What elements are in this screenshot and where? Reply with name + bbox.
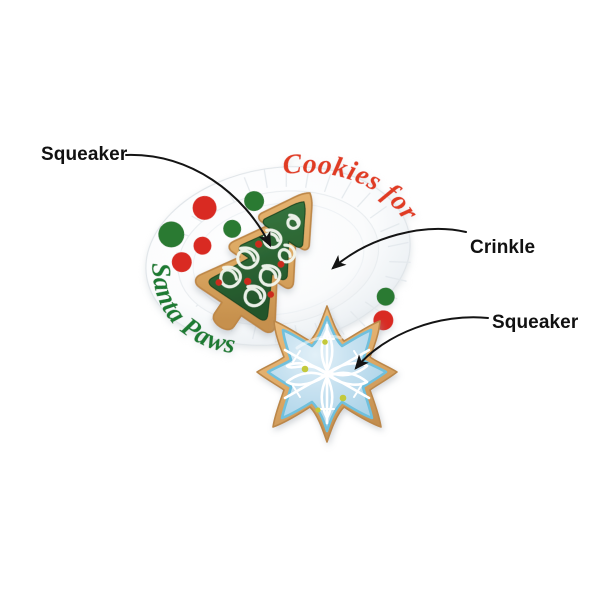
plate-dot — [193, 236, 212, 255]
tree-icing-swirls — [219, 213, 301, 308]
leader-line-squeaker-star — [354, 316, 489, 370]
callout-label-crinkle: Crinkle — [470, 237, 536, 258]
tree-sprinkle — [244, 277, 252, 286]
callout-label-squeaker-tree: Squeaker — [41, 144, 128, 165]
tree-sprinkle — [267, 291, 275, 298]
star-sprinkles — [301, 339, 347, 413]
plate-dot — [171, 252, 192, 273]
plate-dot — [223, 219, 242, 238]
tree-sprinkle — [215, 279, 223, 286]
star-icing-gloss — [295, 335, 343, 350]
plate-dot — [244, 191, 265, 212]
christmas-tree-cookie — [194, 192, 313, 334]
callout-leader-lines — [125, 153, 489, 370]
star-sprinkle — [315, 407, 321, 413]
tree-sprinkles — [215, 240, 285, 298]
plate-dot — [192, 195, 217, 220]
plate-dot — [158, 221, 185, 248]
plate-well-inner-ring — [192, 202, 365, 316]
plate-dots — [158, 191, 395, 331]
star-sprinkle — [339, 394, 347, 402]
star-sprinkle — [301, 365, 309, 373]
plate-dot — [376, 287, 395, 306]
leader-line-squeaker-tree — [125, 153, 272, 248]
callout-label-squeaker-star: Squeaker — [492, 312, 579, 333]
leader-line-crinkle — [331, 227, 467, 270]
snowflake-star-cookie — [256, 305, 398, 443]
tree-sprinkle — [277, 260, 285, 268]
star-sprinkle — [322, 339, 328, 345]
